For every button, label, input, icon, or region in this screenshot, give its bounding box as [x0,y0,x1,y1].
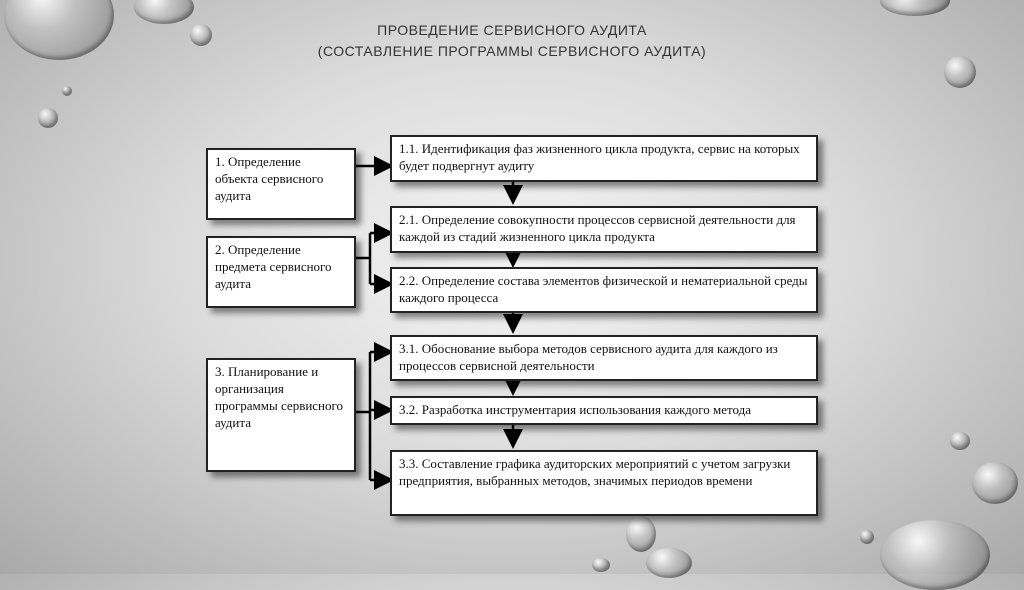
water-drop [626,516,656,552]
step-2-2-box: 2.2. Определение состава элементов физич… [390,267,818,313]
step-3-1-text: 3.1. Обоснование выбора методов сервисно… [399,341,778,373]
water-drop [972,462,1018,504]
step-2-1-box: 2.1. Определение совокупности процессов … [390,206,818,253]
water-drop [646,548,692,578]
connector-lines [356,156,523,490]
water-drop [190,24,212,46]
step-2-box: 2. Определение предмета сервисного аудит… [206,236,356,308]
water-drop [592,558,610,572]
step-1-text: 1. Определение объекта сервисного аудита [215,154,324,203]
water-drop [950,432,970,450]
step-1-1-text: 1.1. Идентификация фаз жизненного цикла … [399,141,800,173]
step-3-3-box: 3.3. Составление графика аудиторских мер… [390,450,818,516]
water-drop [880,0,950,16]
step-3-1-box: 3.1. Обоснование выбора методов сервисно… [390,335,818,381]
step-2-2-text: 2.2. Определение состава элементов физич… [399,273,808,305]
slide-subtitle: (СОСТАВЛЕНИЕ ПРОГРАММЫ СЕРВИСНОГО АУДИТА… [317,43,707,59]
step-3-text: 3. Планирование и организация программы … [215,364,344,430]
step-3-box: 3. Планирование и организация программы … [206,358,356,472]
water-drop [38,108,58,128]
step-3-2-text: 3.2. Разработка инструментария использов… [399,402,751,417]
water-drop [944,56,976,88]
water-drop [860,530,874,544]
step-1-1-box: 1.1. Идентификация фаз жизненного цикла … [390,135,818,182]
step-2-1-text: 2.1. Определение совокупности процессов … [399,212,796,244]
step-1-box: 1. Определение объекта сервисного аудита [206,148,356,220]
water-drop [62,86,72,96]
slide-title: ПРОВЕДЕНИЕ СЕРВИСНОГО АУДИТА [377,22,647,38]
step-3-2-box: 3.2. Разработка инструментария использов… [390,396,818,425]
step-2-text: 2. Определение предмета сервисного аудит… [215,242,332,291]
step-3-3-text: 3.3. Составление графика аудиторских мер… [399,456,791,488]
